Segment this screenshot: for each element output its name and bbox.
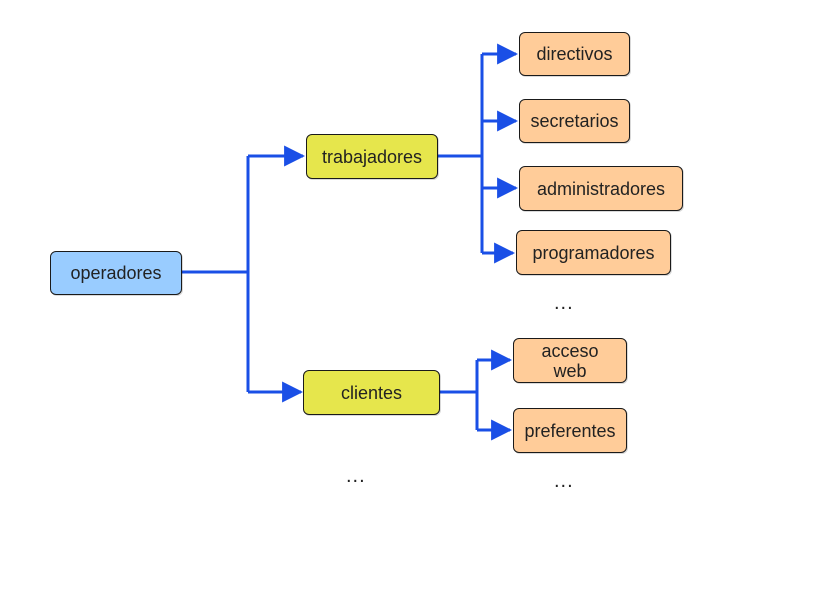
ellipsis-trabajadores-more: ... [554,292,574,314]
node-administradores: administradores [519,166,683,211]
node-operadores: operadores [50,251,182,295]
node-trabajadores: trabajadores [306,134,438,179]
node-preferentes: preferentes [513,408,627,453]
ellipsis-clientes-more: ... [554,470,574,492]
node-directivos: directivos [519,32,630,76]
node-acceso-web-line1: acceso [541,340,599,361]
node-secretarios: secretarios [519,99,630,143]
node-acceso-web-line2: web [553,360,587,381]
node-acceso-web: acceso web [513,338,627,383]
node-clientes: clientes [303,370,440,415]
node-programadores: programadores [516,230,671,275]
ellipsis-groups-more: ... [346,465,366,487]
